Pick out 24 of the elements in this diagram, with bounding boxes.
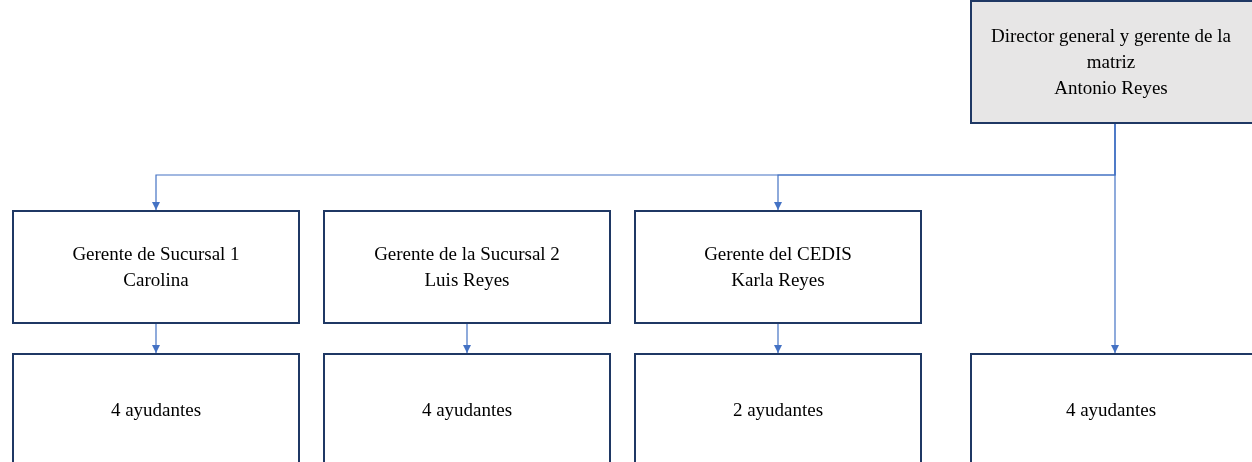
org-box xyxy=(970,353,1252,462)
role-text: Gerente de Sucursal 1 xyxy=(71,242,241,266)
role-text: 4 ayudantes xyxy=(1064,398,1158,422)
org-box xyxy=(634,210,922,324)
name-text: Carolina xyxy=(122,268,190,292)
name-text: Luis Reyes xyxy=(423,268,511,292)
role-text: 2 ayudantes xyxy=(731,398,825,422)
org-box xyxy=(12,353,300,462)
role-text: Gerente de la Sucursal 2 xyxy=(373,242,561,266)
org-box xyxy=(323,353,611,462)
role-text: Director general y gerente de la matriz xyxy=(990,24,1232,74)
org-box xyxy=(323,210,611,324)
org-box xyxy=(12,210,300,324)
org-box xyxy=(970,0,1252,124)
name-text: Karla Reyes xyxy=(730,268,826,292)
connector-arrow xyxy=(774,323,782,354)
connector-arrow xyxy=(1111,123,1119,354)
connector-arrow xyxy=(463,323,471,354)
role-text: Gerente del CEDIS xyxy=(703,242,853,266)
role-text: 4 ayudantes xyxy=(109,398,203,422)
role-text: 4 ayudantes xyxy=(420,398,514,422)
connector-arrow xyxy=(152,323,160,354)
name-text: Antonio Reyes xyxy=(1053,76,1169,100)
org-box xyxy=(634,353,922,462)
